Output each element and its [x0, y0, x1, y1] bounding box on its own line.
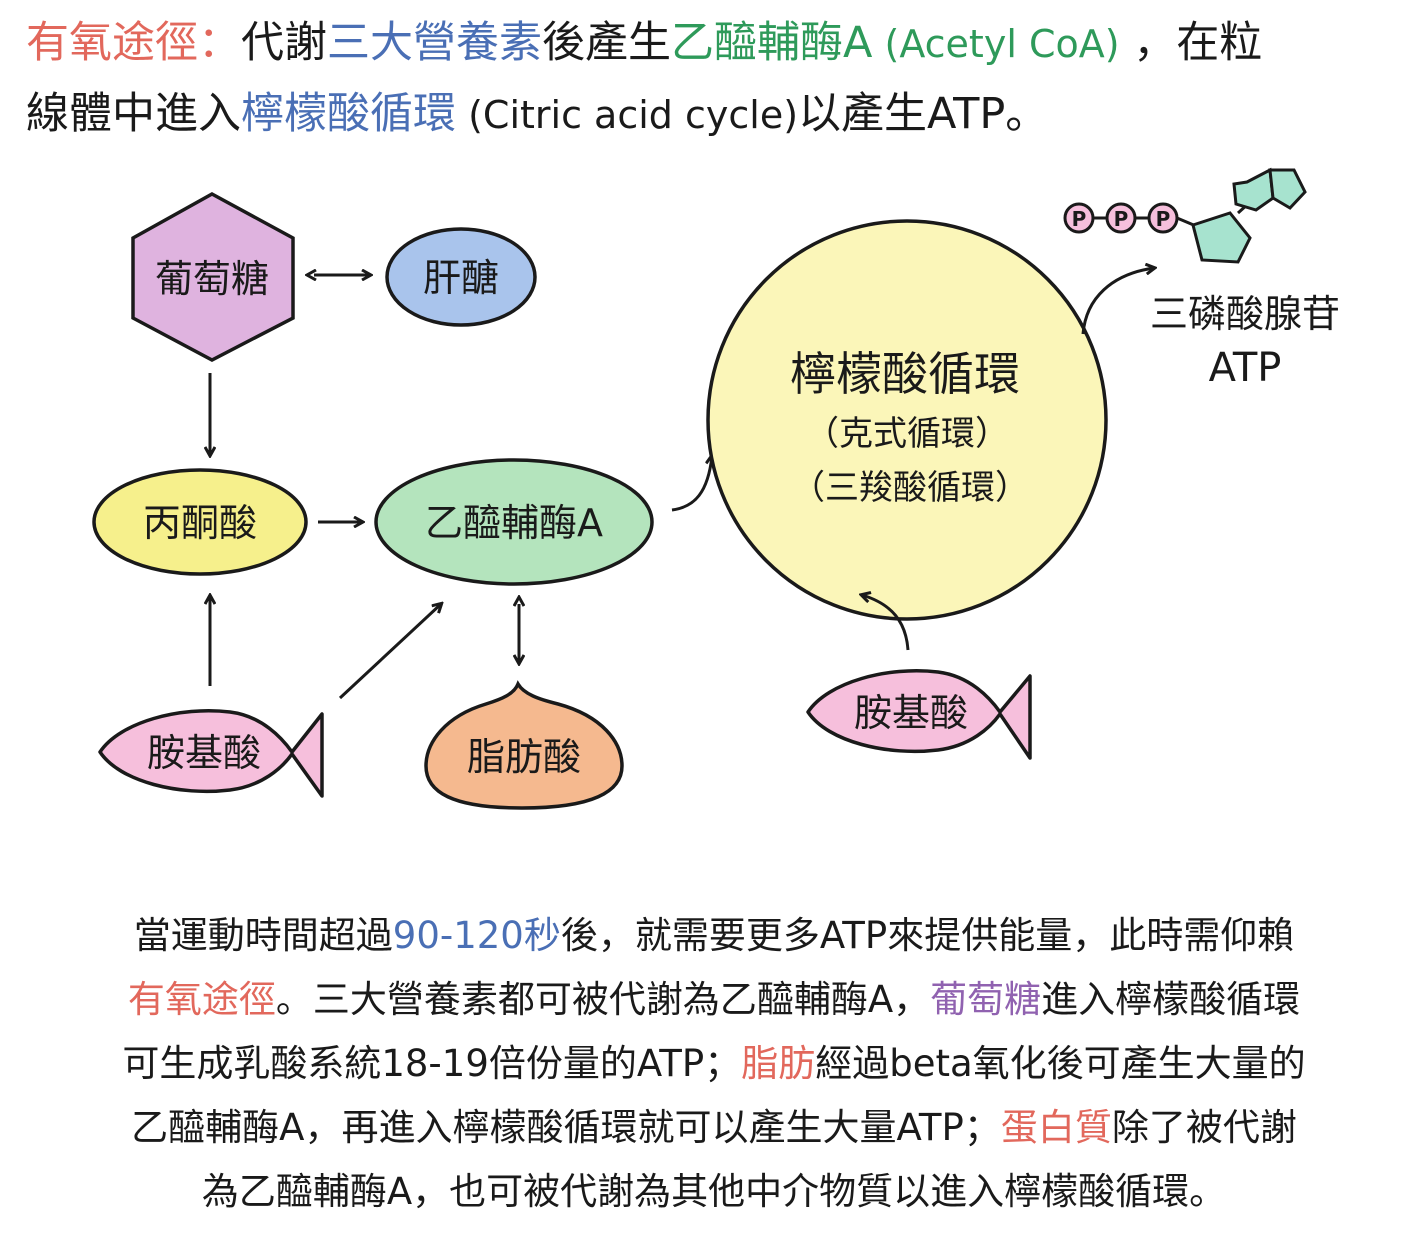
phosphate-1-label: P: [1072, 207, 1087, 231]
p2-text-b: 進入檸檬酸循環: [1041, 978, 1301, 1021]
acetyl-cycle-arrow: [671, 456, 712, 512]
fat-highlight: 脂肪: [741, 1042, 816, 1085]
acetyl-coa-label: 乙醯輔酶A: [671, 18, 873, 68]
p4-text-a: 乙醯輔酶A，再進入檸檬酸循環就可以產生大量ATP；: [131, 1106, 1001, 1149]
glucose-label: 葡萄糖: [155, 257, 269, 301]
p4-text-b: 除了被代謝: [1111, 1106, 1297, 1149]
header-line-1: 有氧途徑：代謝三大營養素後產生乙醯輔酶A (Acetyl CoA) ，在粒: [26, 8, 1406, 79]
header-text-4: 線體中進入: [26, 89, 241, 139]
fatty-acid-node: 脂肪酸: [424, 680, 624, 810]
glycogen-label: 肝醣: [423, 256, 499, 300]
p1-text-a: 當運動時間超過: [133, 914, 393, 957]
header-line-2: 線體中進入檸檬酸循環 (Citric acid cycle)以產生ATP。: [26, 79, 1406, 150]
amino-acid-right-node: 胺基酸: [806, 669, 1032, 760]
explanation-paragraph: 當運動時間超過90-120秒後，就需要更多ATP來提供能量，此時需仰賴 有氧途徑…: [20, 904, 1408, 1224]
adenine-pentagon: [1268, 168, 1307, 210]
acetyl-coa-diagram-label: 乙醯輔酶A: [425, 501, 603, 545]
paragraph-line-1: 當運動時間超過90-120秒後，就需要更多ATP來提供能量，此時需仰賴: [20, 904, 1408, 968]
amino-acid-left-fish: [98, 709, 324, 798]
three-nutrients-label: 三大營養素: [327, 18, 542, 68]
amino-acid-right-fish: [806, 669, 1032, 760]
p1-text-b: 後，就需要更多ATP來提供能量，此時需仰賴: [560, 914, 1295, 957]
acetyl-coa-en-label: (Acetyl CoA): [872, 22, 1120, 66]
acetyl-coa-ellipse: [374, 458, 654, 586]
amino-acid-left-node: 胺基酸: [98, 709, 324, 798]
adenine-hexagon: [1232, 167, 1275, 212]
paragraph-line-2: 有氧途徑。三大營養素都可被代謝為乙醯輔酶A，葡萄糖進入檸檬酸循環: [20, 968, 1408, 1032]
phosphate-1: P: [1063, 202, 1095, 234]
fatty-acid-label: 脂肪酸: [467, 735, 581, 779]
citric-cycle-title: 檸檬酸循環: [790, 347, 1020, 401]
glycogen-ellipse: [385, 227, 537, 327]
acetyl-coa-node: 乙醯輔酶A: [374, 458, 654, 586]
header-text-3: ，在粒: [1119, 18, 1263, 68]
phosphate-2: P: [1105, 202, 1137, 234]
header-text-5: 以產生ATP。: [798, 89, 1049, 139]
p3-text-a: 可生成乳酸系統18-19倍份量的ATP；: [122, 1042, 742, 1085]
pyruvate-label: 丙酮酸: [143, 501, 257, 545]
glucose-hexagon: [131, 192, 295, 362]
aerobic-pathway-label: 有氧途徑：: [26, 18, 241, 68]
citric-cycle-circle: [706, 219, 1108, 621]
header-text-1: 代謝: [241, 18, 327, 68]
cycle-atp-arrow: [1081, 268, 1154, 335]
citric-cycle-alt-name-2: （三羧酸循環）: [791, 468, 1029, 508]
protein-highlight: 蛋白質: [1000, 1106, 1112, 1149]
citric-cycle-alt-name-1: （克式循環）: [805, 414, 1009, 454]
phosphate-2-label: P: [1114, 207, 1129, 231]
phosphate-3-label: P: [1156, 207, 1171, 231]
p2-text-a: 。三大營養素都可被代謝為乙醯輔酶A，: [275, 978, 931, 1021]
amino-cycle-arrow: [862, 595, 910, 651]
phosphate-3: P: [1147, 202, 1179, 234]
paragraph-line-3: 可生成乳酸系統18-19倍份量的ATP；脂肪經過beta氧化後可產生大量的: [20, 1032, 1408, 1096]
aerobic-highlight: 有氧途徑: [127, 978, 276, 1021]
fatty-acid-blob: [424, 680, 624, 810]
header-text: 有氧途徑：代謝三大營養素後產生乙醯輔酶A (Acetyl CoA) ，在粒 線體…: [26, 8, 1406, 150]
ribose-pentagon: [1191, 211, 1252, 264]
atp-label: ATP: [1209, 345, 1282, 391]
p3-text-b: 經過beta氧化後可產生大量的: [815, 1042, 1306, 1085]
header-text-2: 後產生: [542, 18, 671, 68]
pyruvate-ellipse: [92, 468, 308, 576]
atp-chinese-name: 三磷酸腺苷: [1150, 292, 1340, 336]
time-highlight: 90-120秒: [392, 914, 561, 957]
glucose-node: 葡萄糖: [131, 192, 295, 362]
glucose-highlight: 葡萄糖: [930, 978, 1042, 1021]
glycogen-node: 肝醣: [385, 227, 537, 327]
pyruvate-node: 丙酮酸: [92, 468, 308, 576]
amino-acid-left-label: 胺基酸: [147, 731, 261, 775]
p5-text: 為乙醯輔酶A，也可被代謝為其他中介物質以進入檸檬酸循環。: [201, 1170, 1227, 1213]
amino-acetyl-arrow: [338, 604, 441, 700]
citric-cycle-node: 檸檬酸循環 （克式循環） （三羧酸循環）: [706, 219, 1108, 621]
paragraph-line-5: 為乙醯輔酶A，也可被代謝為其他中介物質以進入檸檬酸循環。: [20, 1160, 1408, 1224]
amino-acid-right-label: 胺基酸: [854, 691, 968, 735]
citric-cycle-en-label: (Citric acid cycle): [456, 93, 799, 137]
citric-cycle-label: 檸檬酸循環: [241, 89, 456, 139]
paragraph-line-4: 乙醯輔酶A，再進入檸檬酸循環就可以產生大量ATP；蛋白質除了被代謝: [20, 1096, 1408, 1160]
atp-molecule: P P P: [1063, 167, 1307, 264]
